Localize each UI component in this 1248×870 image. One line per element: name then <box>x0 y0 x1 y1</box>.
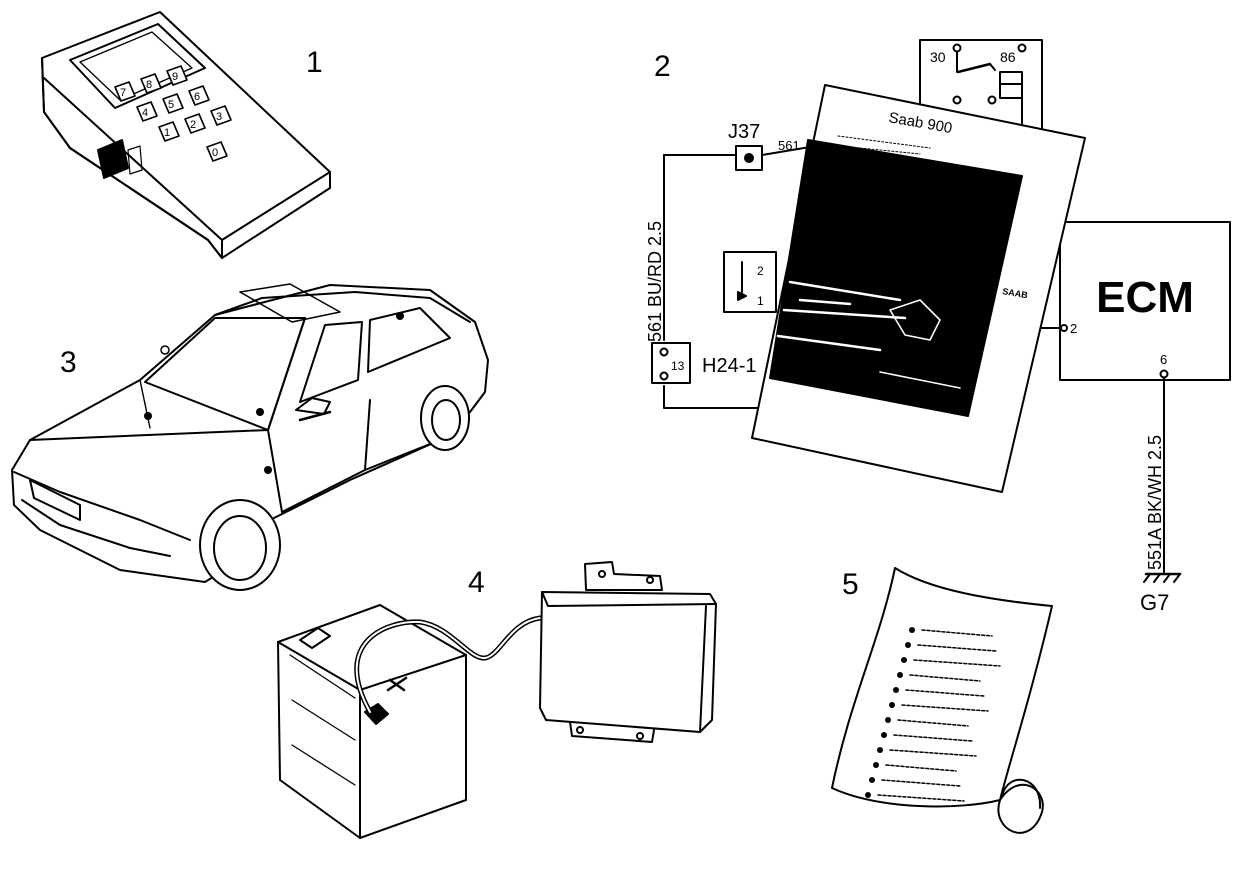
callout-4: 4 <box>468 566 485 599</box>
label-j37: J37 <box>728 121 760 143</box>
tester-key-7: 7 <box>114 81 136 102</box>
switch-pin-2: 2 <box>757 264 764 278</box>
printout-bullet <box>877 747 883 753</box>
tester-key-label: 2 <box>190 119 196 131</box>
printout-bullet <box>881 732 887 738</box>
printout-line <box>913 659 1001 667</box>
printout-bullet <box>889 702 895 708</box>
service-manual-illustration: Saab 900 SAAB <box>751 84 1086 493</box>
tester-key-label: 4 <box>142 107 148 119</box>
relay-pin-30: 30 <box>930 49 946 65</box>
tester-keypad: 7 8 9 4 5 6 1 2 3 0 <box>114 65 232 162</box>
ecm-pin-2: 2 <box>1070 321 1077 336</box>
manual-side-brand: SAAB <box>1002 286 1029 300</box>
wiring-diagram: 30 86 J37 561 561 BU/RD 2.5 13 H24-1 2 1… <box>645 39 1231 615</box>
label-wire-551a: 551A BK/WH 2.5 <box>1145 435 1165 570</box>
tester-key-9: 9 <box>166 65 188 86</box>
tester-key-1: 1 <box>158 121 180 142</box>
printout-line <box>889 749 977 757</box>
printout-bullet <box>893 687 899 693</box>
ecm-pin-6: 6 <box>1160 352 1167 367</box>
printout-bullet <box>901 657 907 663</box>
callout-3: 3 <box>60 346 77 379</box>
printout-line <box>877 794 965 802</box>
switch-pin-1: 1 <box>757 294 764 308</box>
printout-bullet <box>873 762 879 768</box>
control-module-illustration <box>539 561 717 743</box>
printout-text-lines <box>865 627 1001 802</box>
printout-line <box>909 674 981 682</box>
printout-line <box>893 734 973 742</box>
tester-key-label: 6 <box>194 91 200 103</box>
car-illustration <box>11 283 489 591</box>
battery-illustration <box>277 604 543 839</box>
diagnostic-tester-illustration: 7 8 9 4 5 6 1 2 3 0 <box>41 11 331 259</box>
connector-h24 <box>651 342 691 384</box>
callout-5: 5 <box>842 568 859 601</box>
printout-line <box>921 629 993 637</box>
printout-line <box>885 764 957 772</box>
tester-key-2: 2 <box>184 113 206 134</box>
tester-key-label: 7 <box>120 87 126 99</box>
printout-bullet <box>905 642 911 648</box>
tester-key-label: 8 <box>146 79 152 91</box>
printout-illustration <box>831 567 1053 834</box>
tester-key-8: 8 <box>140 73 162 94</box>
relay-pin-86: 86 <box>1000 49 1016 65</box>
printout-bullet <box>865 792 871 798</box>
tester-key-label: 3 <box>216 111 222 123</box>
printout-line <box>905 689 985 697</box>
label-wire-561: 561 <box>778 138 800 153</box>
callout-2: 2 <box>654 50 671 83</box>
printout-bullet <box>869 777 875 783</box>
printout-line <box>881 779 961 787</box>
ecm-label: ECM <box>1096 273 1194 322</box>
ecm-box <box>1059 221 1231 381</box>
tester-key-3: 3 <box>210 105 232 126</box>
tester-key-label: 0 <box>212 147 218 159</box>
tester-key-label: 9 <box>172 71 178 83</box>
label-h24-pin: 13 <box>671 359 685 373</box>
tester-key-4: 4 <box>136 101 158 122</box>
label-g7: G7 <box>1140 590 1169 615</box>
tester-key-5: 5 <box>162 93 184 114</box>
callout-1: 1 <box>306 46 323 79</box>
switch-box <box>723 251 777 313</box>
label-wire-561-full: 561 BU/RD 2.5 <box>645 221 665 342</box>
printout-bullet <box>885 717 891 723</box>
printout-line <box>897 719 969 727</box>
tester-key-0: 0 <box>206 141 228 162</box>
printout-bullet <box>897 672 903 678</box>
printout-bullet <box>909 627 915 633</box>
tester-key-6: 6 <box>188 85 210 106</box>
tester-key-label: 5 <box>168 99 174 111</box>
printout-line <box>901 704 989 712</box>
printout-line <box>917 644 997 652</box>
label-h24: H24-1 <box>702 355 756 377</box>
tester-key-label: 1 <box>164 127 170 139</box>
